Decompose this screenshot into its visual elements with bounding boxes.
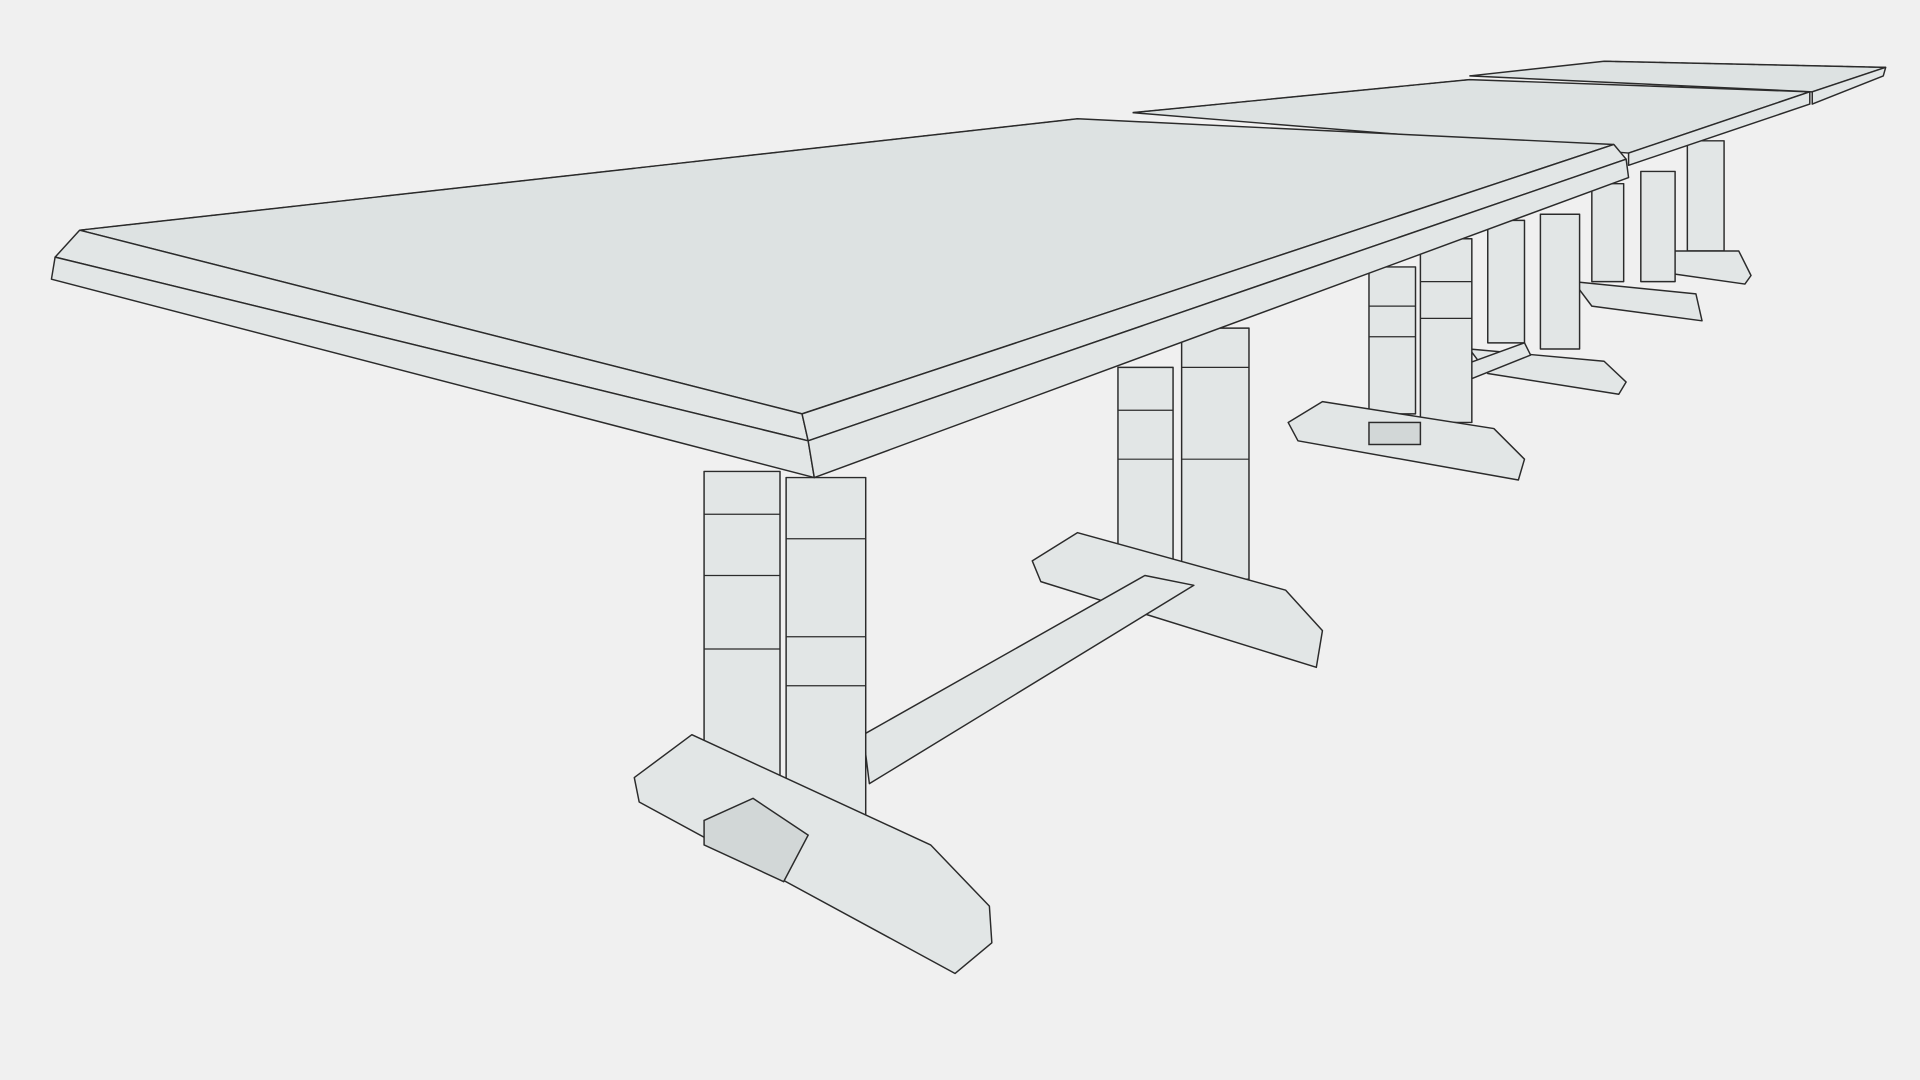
stretcher bbox=[862, 574, 1195, 785]
table-2-back-leg bbox=[1640, 170, 1676, 283]
table-2-front-trestle bbox=[1287, 238, 1526, 481]
front-trestle-post-left bbox=[703, 470, 781, 797]
table-2-leg bbox=[1539, 213, 1581, 350]
stretcher-end bbox=[1368, 421, 1422, 446]
table-1 bbox=[50, 118, 1630, 975]
front-trestle-post-right bbox=[785, 476, 867, 828]
back-trestle-post-right bbox=[1180, 327, 1250, 580]
table-3 bbox=[1469, 60, 1887, 285]
table-2-edge bbox=[1627, 91, 1811, 167]
stretcher-end-block bbox=[703, 797, 810, 883]
back-trestle-post-left bbox=[1117, 366, 1174, 562]
table-2-leg bbox=[1487, 219, 1526, 344]
front-trestle-foot bbox=[633, 733, 993, 975]
trestle-post-left bbox=[1368, 266, 1417, 415]
trestle-post-right bbox=[1419, 238, 1473, 424]
table-3-leg bbox=[1686, 140, 1725, 252]
back-trestle-foot bbox=[1031, 531, 1324, 669]
table-2 bbox=[1132, 78, 1811, 396]
top-side-molding bbox=[807, 158, 1630, 479]
table-2-back-leg bbox=[1591, 182, 1625, 283]
table-2-back-foot bbox=[1572, 280, 1703, 322]
table-3-edge bbox=[1811, 66, 1887, 105]
